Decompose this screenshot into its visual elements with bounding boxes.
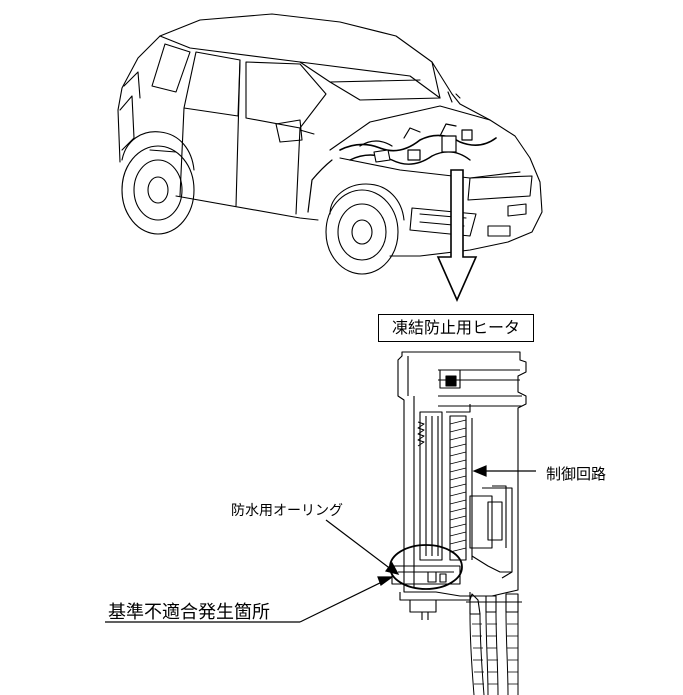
callout-lines — [105, 465, 536, 623]
down-arrow-icon — [436, 169, 478, 302]
waterproof-oring-label: 防水用オーリング — [231, 503, 343, 519]
control-circuit-label: 制御回路 — [546, 465, 607, 483]
car-illustration — [117, 13, 543, 275]
defect-location-label: 基準不適合発生箇所 — [108, 602, 270, 623]
heater-title: 凍結防止用ヒータ — [378, 314, 534, 342]
heater-unit-diagram — [389, 351, 527, 695]
